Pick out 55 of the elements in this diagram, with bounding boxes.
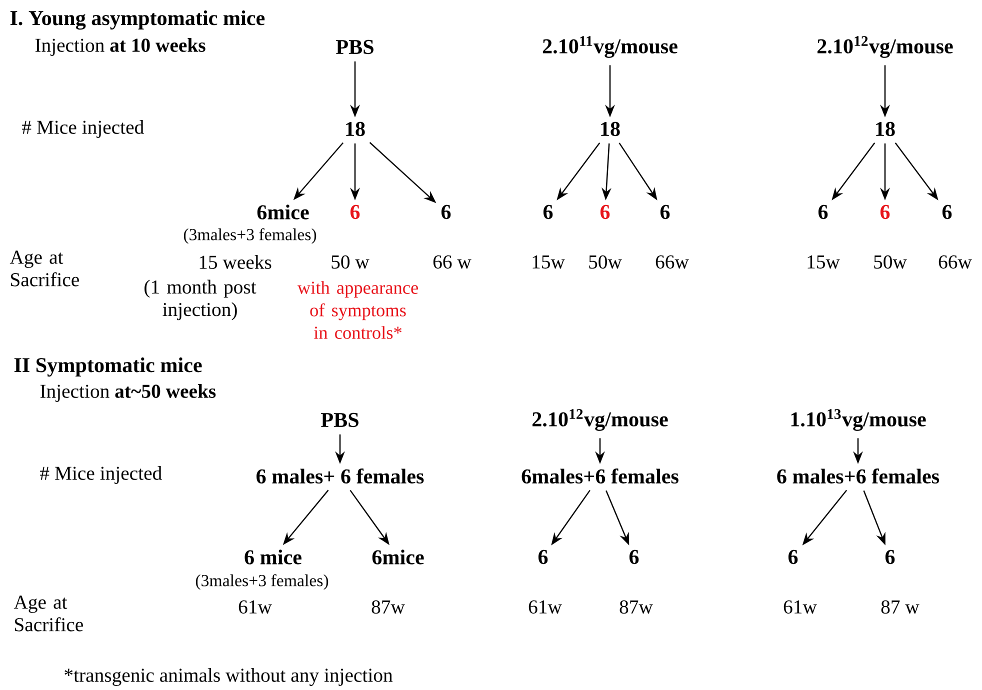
label-text: 50w <box>589 255 622 269</box>
count-text: 6 <box>441 204 451 220</box>
label-text: Injection at~50 weeks <box>40 384 216 402</box>
count-text: 2.10$^{12}$vg/mouse <box>818 36 953 58</box>
label-text: *transgenic animals without any injection <box>64 668 393 686</box>
count-text: 2.10$^{11}$vg/mouse <box>542 36 678 58</box>
note-text: with appearance of symptoms in controls* <box>297 281 418 339</box>
label-text: 66w <box>938 255 972 269</box>
sub-caption: (3males+3 females) <box>184 228 316 244</box>
count-text: 1.10$^{13}$vg/mouse <box>791 409 926 431</box>
label-text: 87w <box>372 600 405 614</box>
count-text: 6 males+ 6 females <box>256 468 424 484</box>
label-text: # Mice injected <box>22 120 144 138</box>
count-text: 6 <box>942 204 952 220</box>
count-text: 6 <box>880 204 890 220</box>
label-text: 50 w <box>332 255 370 269</box>
count-text: 6mice <box>257 204 309 220</box>
label-text: 15 weeks <box>200 255 272 269</box>
count-text: 6 <box>629 550 639 564</box>
count-text: 2.10$^{12}$vg/mouse <box>532 409 668 431</box>
count-text: 6 <box>538 550 548 564</box>
label-text: 66 w <box>433 255 472 269</box>
count-text: 6mice <box>372 550 424 564</box>
sub-caption: (3males+3 females) <box>196 574 328 590</box>
count-text: 6 <box>600 204 610 220</box>
label-text: 66w <box>656 255 689 269</box>
label-text: (1 month post injection) <box>144 280 256 320</box>
count-text: PBS <box>321 412 358 428</box>
count-text: 6 <box>350 204 360 220</box>
label-text: # Mice injected <box>40 466 162 484</box>
label-text: 50w <box>874 255 907 269</box>
label-text: 61w <box>528 600 562 614</box>
label-text: Age at Sacrifice <box>10 250 79 286</box>
count-text: 18 <box>601 122 620 136</box>
label-text: 61w <box>784 600 817 614</box>
label-text: 87w <box>620 600 653 614</box>
count-text: 6 mice <box>244 550 302 564</box>
label-text: Age at Sacrifice <box>14 596 83 632</box>
count-text: 6males+6 females <box>522 468 678 484</box>
label-text: 87 w <box>881 600 920 614</box>
count-text: 6 <box>818 204 828 220</box>
count-text: 6 <box>788 550 798 564</box>
count-text: 18 <box>876 122 895 136</box>
label-text: 15w <box>532 255 565 269</box>
count-text: PBS <box>336 40 374 54</box>
count-text: 6 <box>885 550 895 564</box>
count-text: 6 <box>660 204 670 220</box>
count-text: 6 <box>543 204 553 220</box>
count-text: 18 <box>346 122 365 136</box>
section-heading: II Symptomatic mice <box>14 357 202 377</box>
count-text: 6 males+6 females <box>777 468 940 484</box>
label-text: 15w <box>808 255 840 269</box>
label-text: Injection at 10 weeks <box>35 38 206 56</box>
section-heading: I. Young asymptomatic mice <box>10 10 265 30</box>
label-text: 61w <box>238 600 272 614</box>
